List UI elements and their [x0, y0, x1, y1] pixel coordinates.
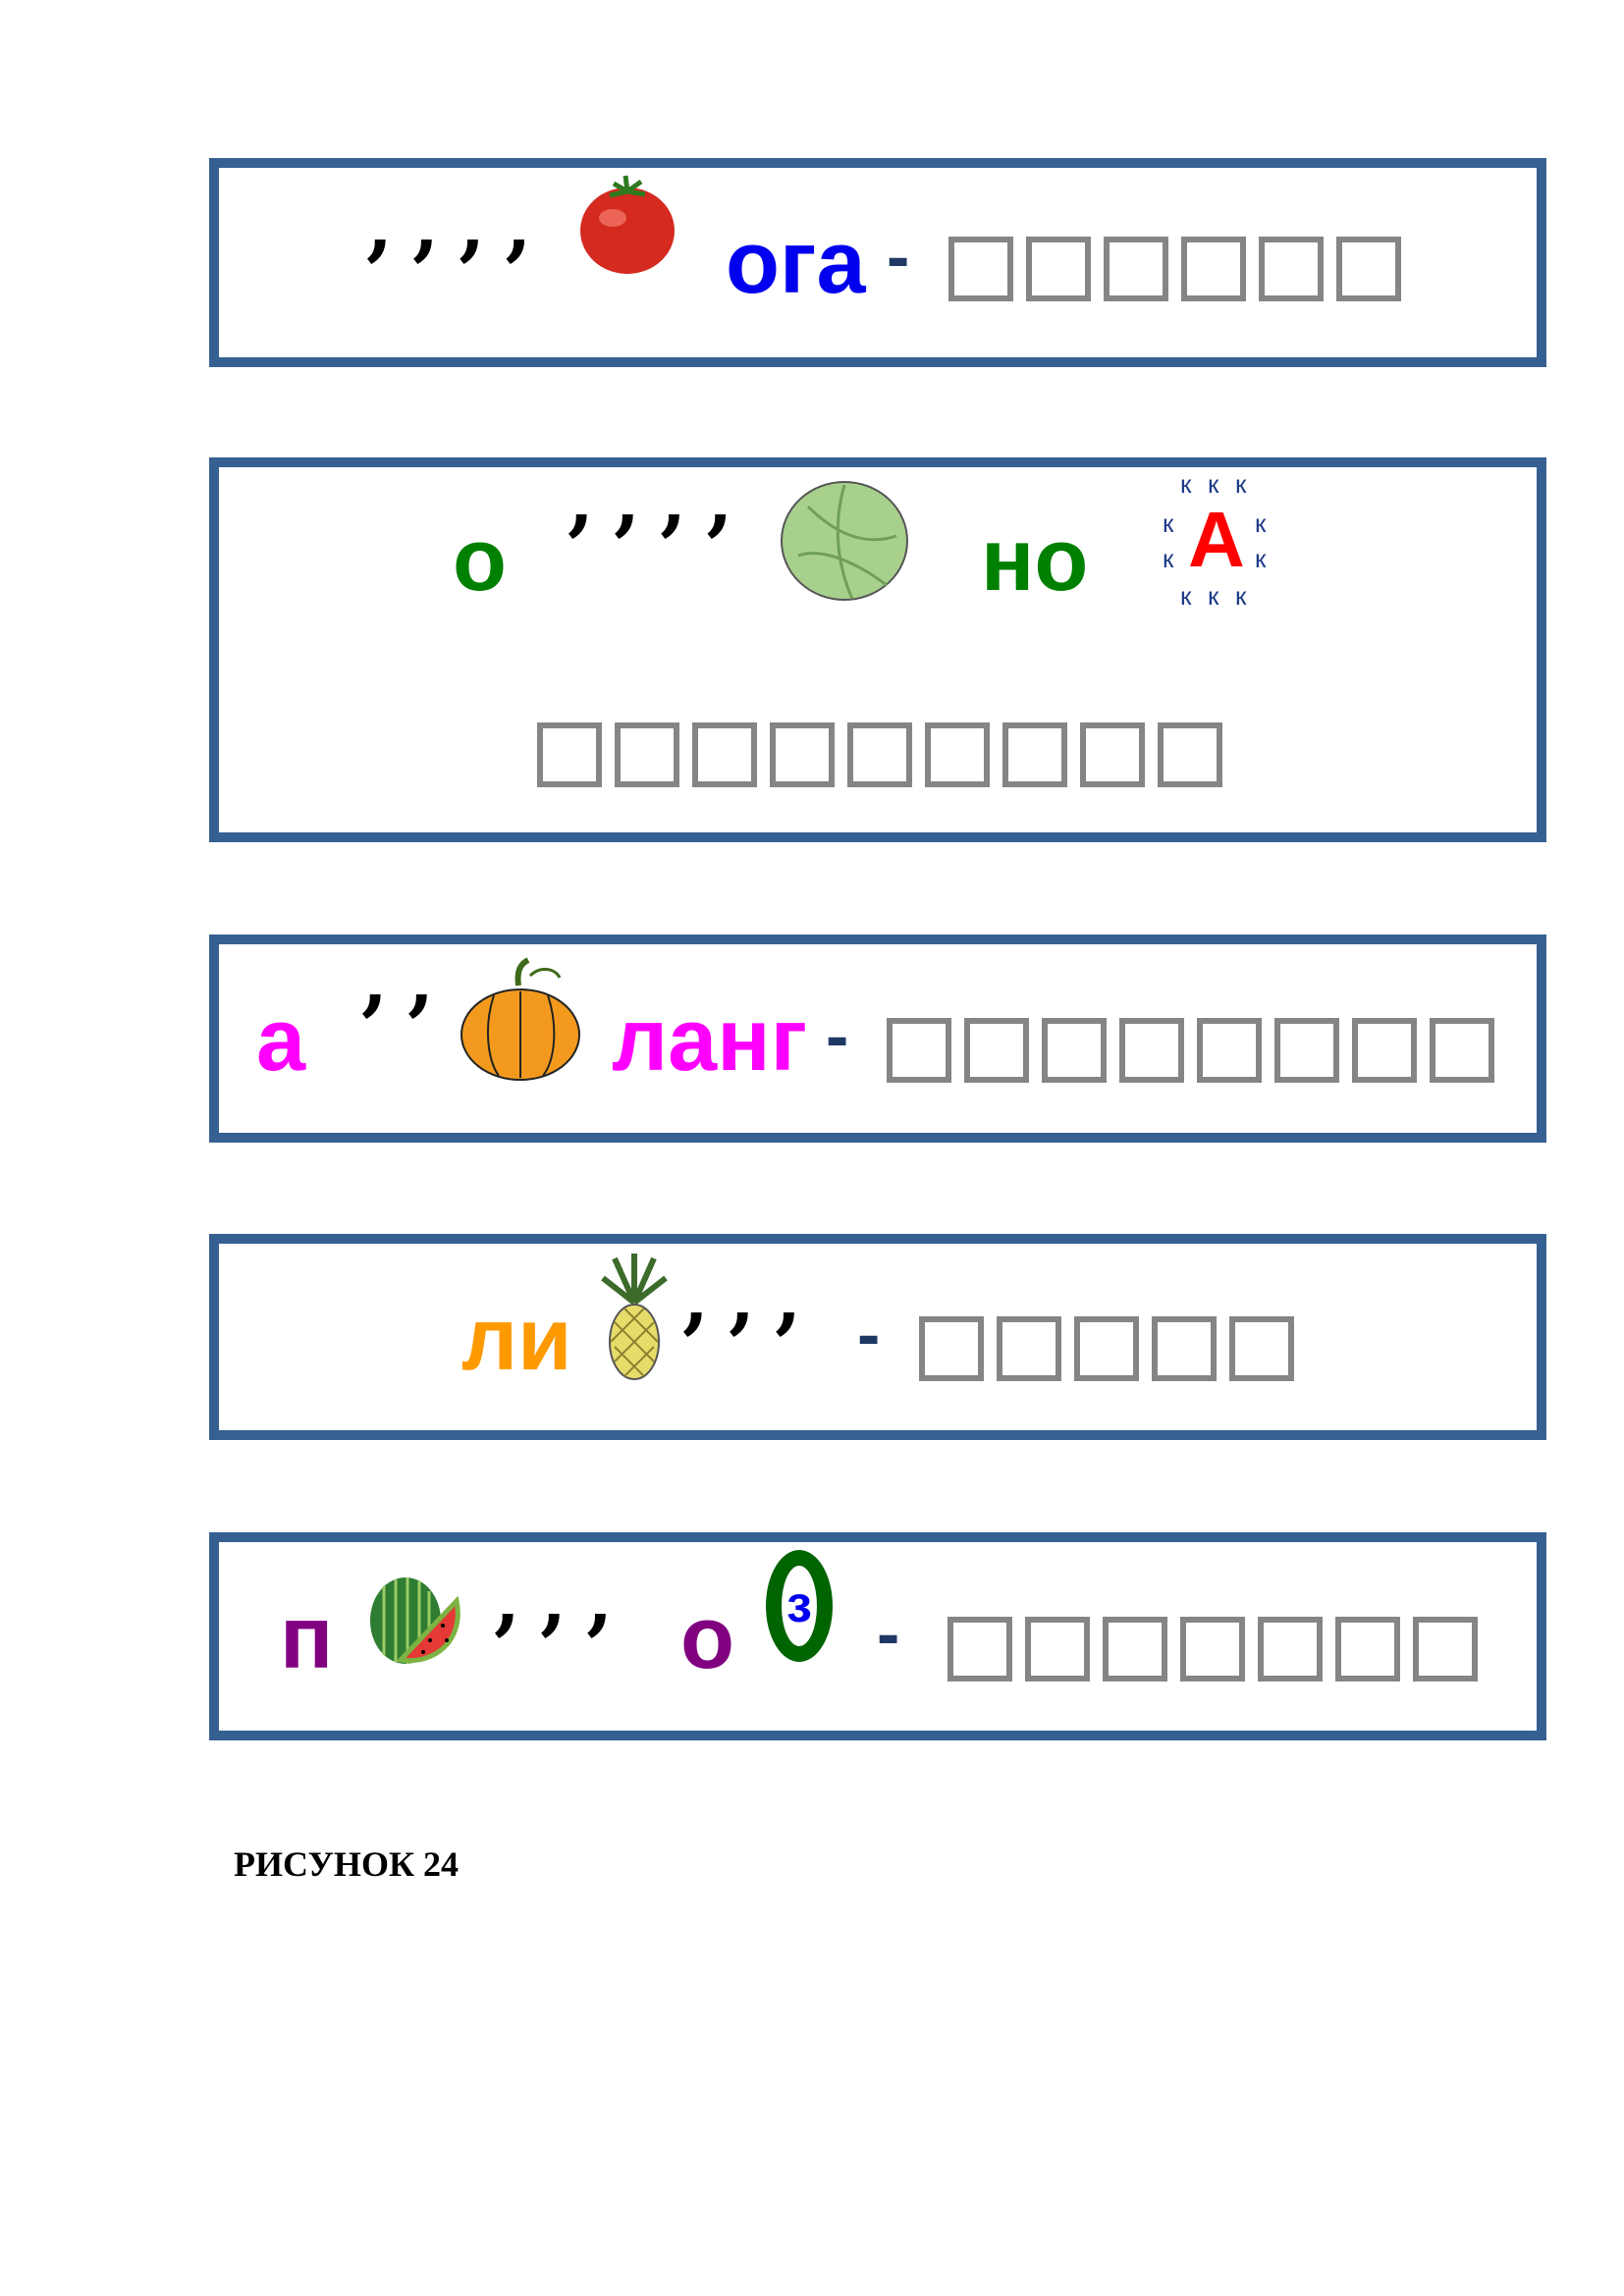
answer-box[interactable]	[1197, 1018, 1262, 1083]
answer-box[interactable]	[1025, 1617, 1090, 1682]
commas: ,,	[361, 935, 455, 1025]
answer-box[interactable]	[692, 722, 757, 787]
answer-box[interactable]	[1336, 237, 1401, 301]
inner-letter-z: з	[786, 1576, 812, 1633]
dash: -	[826, 997, 849, 1074]
word-oga: ога	[726, 214, 866, 312]
small-letter-k: к	[1208, 469, 1219, 499]
answer-box[interactable]	[1026, 237, 1091, 301]
answer-box[interactable]	[1274, 1018, 1339, 1083]
answer-box[interactable]	[997, 1316, 1061, 1381]
watermelon-icon	[370, 1577, 460, 1664]
prefix-a: а	[256, 991, 306, 1090]
prefix-p: п	[280, 1589, 334, 1687]
small-letter-k: к	[1180, 469, 1192, 499]
answer-boxes	[948, 237, 1401, 301]
answer-box[interactable]	[964, 1018, 1029, 1083]
pumpkin-icon	[460, 957, 580, 1081]
answer-box[interactable]	[1229, 1316, 1294, 1381]
small-letter-k: к	[1163, 508, 1174, 538]
answer-box[interactable]	[1158, 722, 1222, 787]
answer-box[interactable]	[925, 722, 990, 787]
small-letter-k: к	[1255, 508, 1267, 538]
small-letter-k: к	[1235, 581, 1247, 611]
answer-box[interactable]	[1104, 237, 1168, 301]
commas: ,,,,	[366, 181, 552, 270]
tomato-icon	[580, 175, 675, 274]
rebus-card-3: а ,, ланг -	[209, 934, 1546, 1143]
answer-boxes	[887, 1018, 1494, 1083]
answer-boxes	[947, 1617, 1478, 1682]
answer-box[interactable]	[615, 722, 679, 787]
dash: -	[877, 1595, 900, 1672]
answer-box[interactable]	[1352, 1018, 1417, 1083]
answer-boxes	[537, 722, 1222, 787]
answer-box[interactable]	[1152, 1316, 1217, 1381]
answer-box[interactable]	[1258, 1617, 1323, 1682]
small-letter-k: к	[1163, 544, 1174, 573]
answer-box[interactable]	[887, 1018, 951, 1083]
figure-caption: РИСУНОК 24	[234, 1844, 460, 1884]
small-letter-k: к	[1235, 469, 1247, 499]
answer-box[interactable]	[919, 1316, 984, 1381]
answer-box[interactable]	[1180, 1617, 1245, 1682]
small-letter-k: к	[1255, 544, 1267, 573]
answer-box[interactable]	[1335, 1617, 1400, 1682]
word-lang: ланг	[612, 991, 808, 1090]
answer-box[interactable]	[947, 1617, 1012, 1682]
commas: ,,,	[494, 1555, 633, 1644]
answer-box[interactable]	[537, 722, 602, 787]
answer-box[interactable]	[1119, 1018, 1184, 1083]
answer-box[interactable]	[1181, 237, 1246, 301]
answer-box[interactable]	[770, 722, 835, 787]
rebus-card-4: ли ,,, -	[209, 1234, 1546, 1440]
answer-box[interactable]	[1259, 237, 1324, 301]
word-li: ли	[461, 1291, 572, 1389]
cabbage-icon	[781, 481, 908, 601]
rebus-card-2: о ,,,, но А к к к к к к к к к к	[209, 457, 1546, 842]
pineapple-icon	[601, 1254, 668, 1380]
dash: -	[887, 218, 910, 294]
answer-box[interactable]	[1080, 722, 1145, 787]
letter-o-with-z-inside: з	[766, 1550, 833, 1662]
letter-a-surrounded-by-k: А к к к к к к к к к к	[1157, 471, 1274, 609]
answer-box[interactable]	[1413, 1617, 1478, 1682]
answer-box[interactable]	[1430, 1018, 1494, 1083]
rebus-card-1: ,,,, ога -	[209, 158, 1546, 367]
answer-box[interactable]	[847, 722, 912, 787]
word-no: но	[981, 511, 1089, 610]
answer-box[interactable]	[1074, 1316, 1139, 1381]
answer-boxes	[919, 1316, 1294, 1381]
prefix-o: о	[453, 511, 507, 610]
small-letter-k: к	[1208, 581, 1219, 611]
big-letter-a: А	[1188, 496, 1245, 583]
word-o: о	[680, 1589, 734, 1687]
small-letter-k: к	[1180, 581, 1192, 611]
commas: ,,,	[682, 1254, 822, 1343]
answer-box[interactable]	[948, 237, 1013, 301]
dash: -	[857, 1296, 881, 1372]
answer-box[interactable]	[1002, 722, 1067, 787]
commas: ,,,,	[568, 455, 753, 545]
answer-box[interactable]	[1042, 1018, 1107, 1083]
rebus-card-5: п ,,, о з -	[209, 1532, 1546, 1740]
answer-box[interactable]	[1103, 1617, 1167, 1682]
